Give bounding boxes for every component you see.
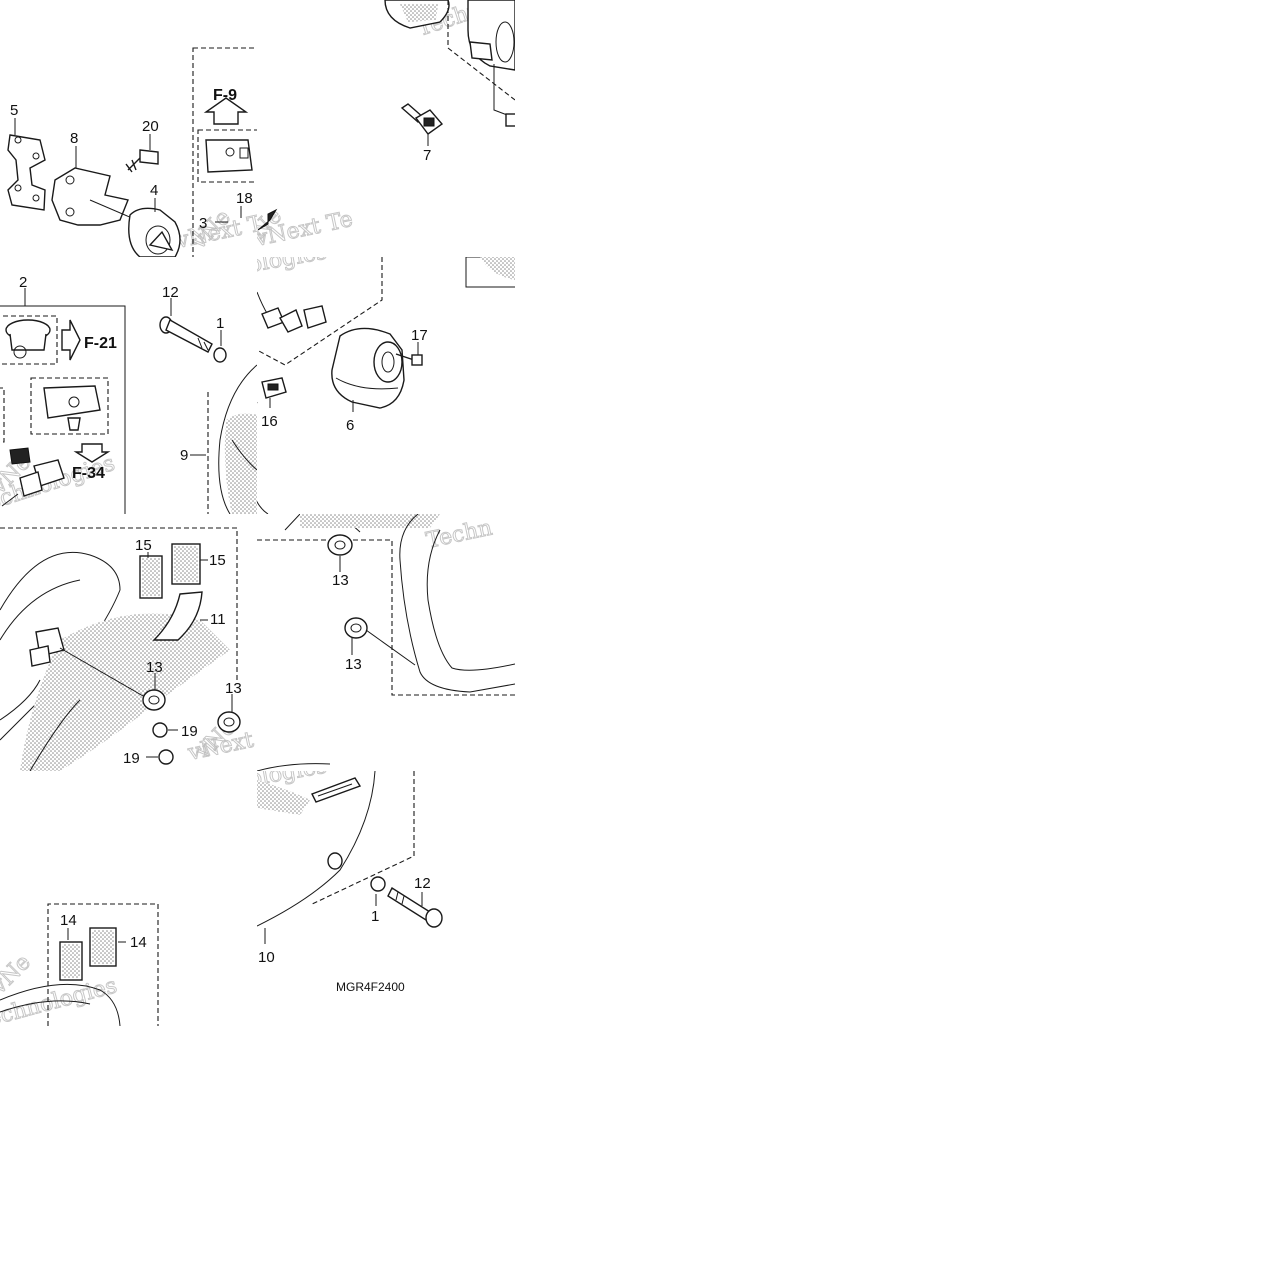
callout-16: 16 xyxy=(261,413,278,430)
bracket-part-5 xyxy=(7,134,46,211)
side-cover-part-11-body xyxy=(0,551,230,771)
bolt-part-12 xyxy=(159,316,213,353)
switch-part xyxy=(43,385,101,431)
cap-part xyxy=(5,319,51,359)
washer-part-1 xyxy=(370,876,386,892)
callout-15: 15 xyxy=(209,552,226,569)
callout-13: 13 xyxy=(225,680,242,697)
callout-2: 2 xyxy=(19,274,27,291)
callout-11: 11 xyxy=(210,611,226,628)
nut-part-19a xyxy=(152,722,168,738)
callout-9: 9 xyxy=(180,447,188,464)
ref-f34: F-34 xyxy=(72,465,105,482)
key-part-7 xyxy=(400,103,444,135)
callout-14: 14 xyxy=(130,934,147,951)
pad-part-14b xyxy=(89,927,117,967)
callout-13: 13 xyxy=(345,656,362,673)
side-cover-part-10 xyxy=(257,771,376,927)
callout-6: 6 xyxy=(346,417,354,434)
callout-3: 3 xyxy=(199,215,207,232)
callout-19: 19 xyxy=(123,750,140,767)
bolt-part-12 xyxy=(387,886,443,928)
watermark: vNe xyxy=(0,950,36,1000)
callout-15: 15 xyxy=(135,537,152,554)
tile-middle-left: echnologies vNe 2 F-21 F-34 xyxy=(0,274,126,514)
strip-part-11 xyxy=(152,591,203,641)
side-cover-part-9 xyxy=(207,364,257,514)
screw-part-17 xyxy=(395,353,423,366)
tile-lower-left: vNext Te vNe xyxy=(0,527,257,771)
callout-20: 20 xyxy=(142,118,159,135)
grommet-part-13a xyxy=(142,689,166,711)
plate-part-8 xyxy=(51,167,161,231)
grommet-part-13d xyxy=(344,617,368,639)
bracket-part xyxy=(29,627,151,701)
arrow-down-icon xyxy=(73,443,111,463)
bolt-part-20 xyxy=(125,149,159,173)
arrow-up-icon xyxy=(203,97,249,125)
pad-part-15a xyxy=(139,555,163,599)
callout-1: 1 xyxy=(216,315,224,332)
washer-part-1 xyxy=(213,347,227,363)
reference-subbox xyxy=(30,377,109,435)
callout-13: 13 xyxy=(332,572,349,589)
pad-part-14a xyxy=(59,941,83,981)
reference-subbox xyxy=(0,315,58,365)
callout-8: 8 xyxy=(70,130,78,147)
callout-4: 4 xyxy=(150,182,158,199)
lock-cylinder-part xyxy=(205,139,253,173)
reference-box xyxy=(192,47,257,257)
callout-13: 13 xyxy=(146,659,163,676)
arrow-right-icon xyxy=(61,319,81,361)
grommet-part-13c xyxy=(327,534,353,556)
callout-12: 12 xyxy=(414,875,431,892)
lock-body-part-4 xyxy=(128,207,181,257)
lock-part-6 xyxy=(331,327,405,409)
ignition-assembly xyxy=(384,0,515,127)
callout-7: 7 xyxy=(423,147,431,164)
callout-12: 12 xyxy=(162,284,179,301)
pad-part-15b xyxy=(171,543,201,585)
ref-f21: F-21 xyxy=(84,335,117,352)
direction-label: FR. xyxy=(286,168,317,195)
key-set-part xyxy=(257,291,327,333)
grommet-part-16 xyxy=(261,377,287,399)
tile-top-middle: Technologies 7 Ne vNext Te xyxy=(257,0,515,253)
body-panel xyxy=(399,514,515,693)
callout-19: 19 xyxy=(181,723,198,740)
tile-lower-middle: Techn 13 13 xyxy=(257,514,515,771)
callout-5: 5 xyxy=(10,102,18,119)
reference-subbox xyxy=(197,129,257,183)
tile-center: ologies 6 17 16 xyxy=(257,257,515,514)
cover-hole xyxy=(327,852,343,870)
diagram-code: MGR4F2400 xyxy=(336,980,405,994)
callout-18: 18 xyxy=(236,190,253,207)
callout-14: 14 xyxy=(60,912,77,929)
callout-17: 17 xyxy=(411,327,428,344)
tile-center-left-overlap: 12 1 9 xyxy=(159,284,257,514)
connector-part xyxy=(1,447,65,507)
callout-10: 10 xyxy=(258,949,275,966)
tile-bottom-left: echnologies vNe 14 14 xyxy=(0,903,159,1028)
tile-bottom-middle: ologies 1 12 10 MGR4F2400 xyxy=(257,771,443,994)
nut-part-19b xyxy=(158,749,174,765)
ref-f9: F-9 xyxy=(213,87,237,104)
callout-1: 1 xyxy=(371,908,379,925)
grommet-part-13b xyxy=(217,711,241,733)
